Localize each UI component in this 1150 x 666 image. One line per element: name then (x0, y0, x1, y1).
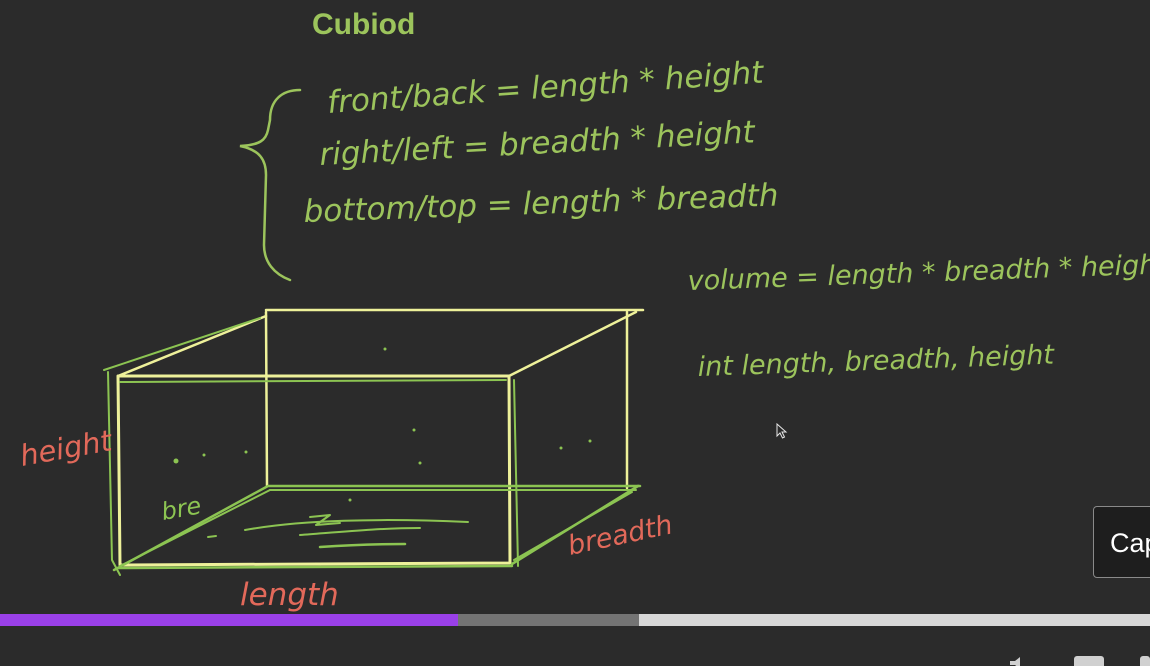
cuboid-top-left-edge (116, 314, 268, 378)
formula-front-back: front/back = length * height (326, 54, 766, 121)
whiteboard-canvas: front/back = length * height right/left … (17, 54, 1150, 613)
cuboid-back-left-edge (264, 310, 269, 488)
variable-declaration: int length, breadth, height (697, 340, 1056, 383)
height-label: height (17, 423, 116, 473)
formula-right-left: right/left = breadth * height (319, 114, 758, 173)
length-label: length (240, 577, 339, 613)
breadth-label: breadth (565, 509, 675, 561)
pip-icon[interactable] (1074, 656, 1104, 666)
volume-icon[interactable] (1010, 656, 1028, 666)
progress-bar[interactable] (0, 614, 1150, 626)
formula-volume: volume = length * breadth * height (687, 249, 1150, 297)
formula-bottom-top: bottom/top = length * breadth (303, 177, 779, 230)
fullscreen-icon[interactable] (1140, 656, 1150, 666)
progress-played (0, 614, 458, 626)
player-controls-bar (0, 626, 1150, 666)
mouse-cursor-icon (776, 423, 788, 439)
cuboid-top-right-edge (507, 310, 638, 378)
cuboid-front-face (116, 374, 512, 567)
inner-breadth-label: bre (159, 491, 203, 525)
cuboid-drawing (103, 308, 645, 576)
page-title: Cubiod (312, 8, 416, 41)
curly-brace (239, 88, 302, 282)
captions-button[interactable]: Cap (1093, 506, 1150, 578)
